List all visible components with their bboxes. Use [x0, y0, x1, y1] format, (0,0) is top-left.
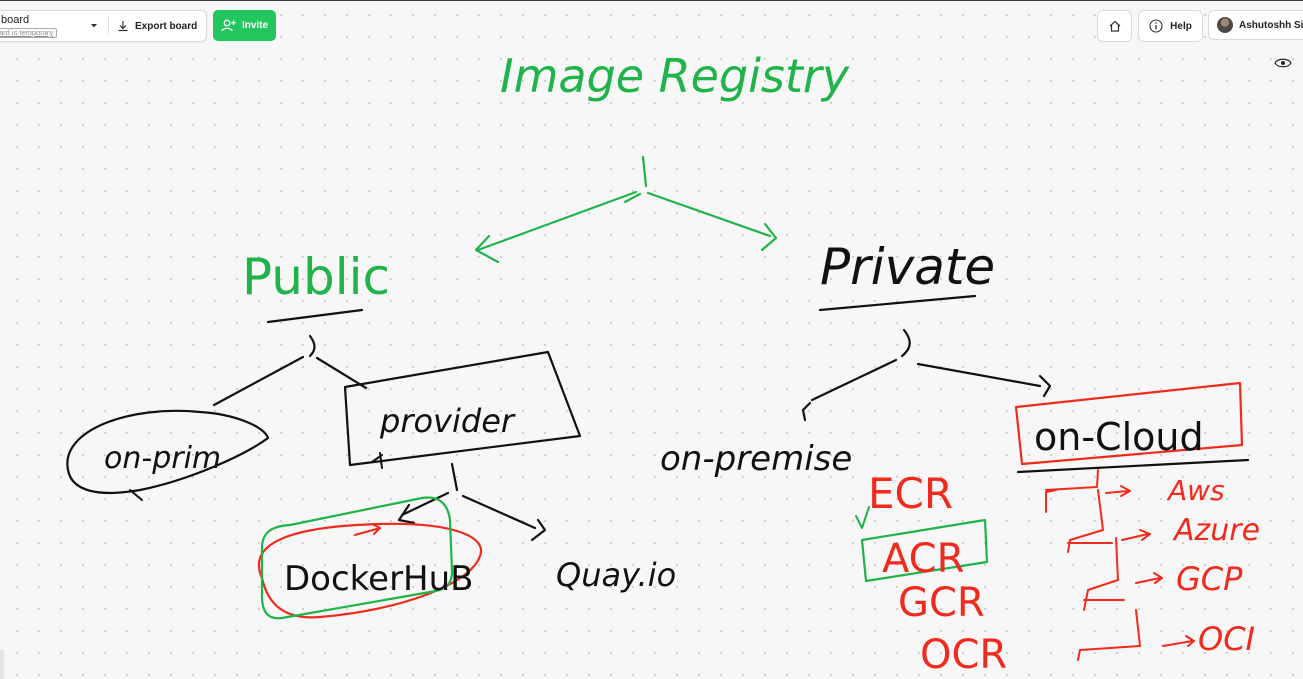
docker-hub-label: DockerHuB — [284, 559, 474, 599]
public-label: Public — [242, 248, 390, 306]
user-menu-button[interactable]: Ashutoshh Singh — [1208, 10, 1303, 40]
info-icon — [1149, 19, 1163, 33]
on-cloud-red-box — [1014, 381, 1244, 466]
docker-hub-red-ellipse — [257, 522, 483, 619]
invite-label: Invite — [241, 20, 269, 31]
help-button[interactable]: Help — [1138, 10, 1203, 42]
provider-box — [343, 350, 582, 467]
avatar — [1217, 17, 1233, 33]
ecr-check-mark — [855, 506, 870, 529]
export-board-label: Export board — [135, 20, 198, 32]
user-name: Ashutoshh Singh — [1239, 19, 1303, 31]
board-temporary-note[interactable]: ard is temporary — [0, 28, 58, 38]
cloud-aws: Aws — [1166, 474, 1225, 507]
on-prim-ellipse-tail — [129, 489, 143, 501]
home-button[interactable] — [1097, 10, 1132, 42]
toolbar-divider — [108, 17, 109, 35]
cloud-oci: OCI — [1198, 620, 1255, 658]
on-cloud-label: on-Cloud — [1034, 415, 1204, 459]
help-label: Help — [1170, 20, 1192, 32]
docker-hub-green-box — [260, 496, 454, 620]
invite-button[interactable]: Invite — [213, 10, 276, 41]
eye-icon[interactable] — [1274, 57, 1292, 69]
cloud-bracket-arrows — [1045, 469, 1195, 661]
acr-green-box — [860, 518, 989, 583]
registry-ecr: ECR — [868, 469, 953, 518]
on-prim-label: on-prim — [104, 441, 221, 476]
board-title: Image Registry — [500, 49, 850, 103]
board-name[interactable]: board — [1, 14, 30, 26]
provider-label: provider — [379, 402, 516, 440]
on-prim-ellipse — [66, 409, 270, 495]
registry-acr: ACR — [882, 536, 964, 582]
provider-branch-lines — [397, 462, 547, 542]
scroll-corner — [0, 650, 4, 679]
private-branch-lines — [801, 328, 1052, 422]
chevron-down-icon[interactable] — [87, 19, 101, 33]
private-label: Private — [820, 238, 995, 296]
on-premise-label: on-premise — [660, 439, 852, 479]
on-cloud-underline — [1016, 458, 1250, 474]
registry-gcr: GCR — [898, 580, 985, 626]
registry-ocr: OCR — [920, 632, 1007, 678]
board-toolbar: board ard is temporary Export board — [0, 10, 207, 42]
export-board-button[interactable]: Export board — [117, 17, 197, 35]
cloud-azure: Azure — [1172, 513, 1260, 548]
add-user-icon — [221, 19, 236, 32]
docker-hub-red-arrow — [354, 523, 381, 536]
private-underline — [818, 294, 977, 312]
download-icon — [118, 21, 128, 32]
home-icon — [1109, 20, 1120, 32]
provider-box-mark — [371, 452, 383, 469]
top-border-line — [0, 0, 1303, 1]
public-branch-lines — [212, 334, 368, 407]
public-underline — [266, 308, 364, 324]
quay-label: Quay.io — [556, 556, 676, 594]
title-branch-arrows — [474, 155, 778, 264]
cloud-gcp: GCP — [1176, 560, 1243, 598]
